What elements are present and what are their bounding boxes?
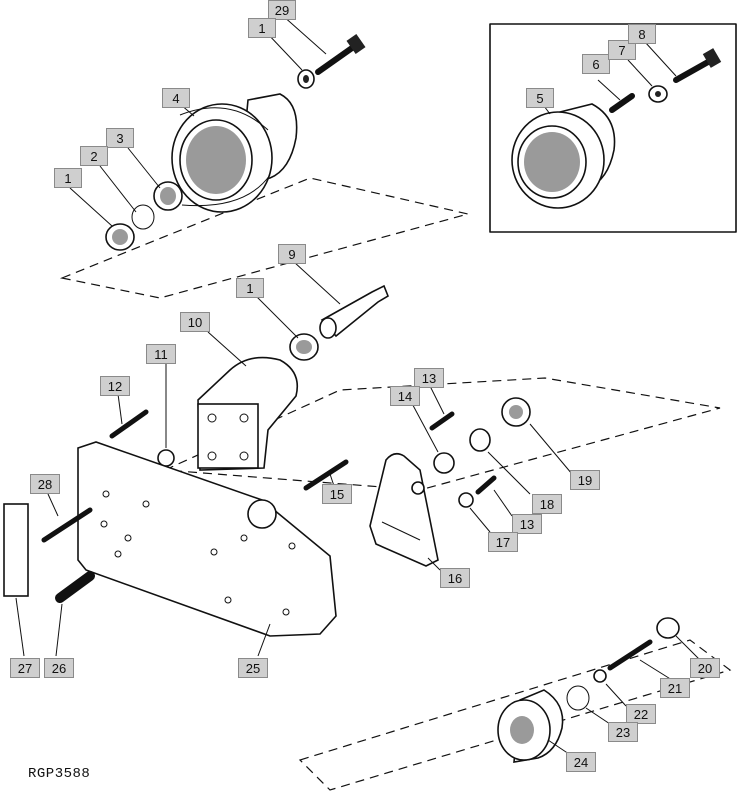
callout-5: 5 bbox=[526, 88, 554, 108]
callout-2: 2 bbox=[80, 146, 108, 166]
pulley-5 bbox=[511, 103, 616, 209]
bolt-15 bbox=[303, 459, 349, 491]
bracket-16 bbox=[369, 452, 439, 567]
leader-lines bbox=[15, 14, 701, 757]
callout-3: 3 bbox=[106, 128, 134, 148]
callout-1-upper: 1 bbox=[54, 168, 82, 188]
pin-26 bbox=[55, 571, 95, 603]
callout-1-top: 1 bbox=[248, 18, 276, 38]
bushing-11 bbox=[157, 449, 175, 467]
callout-24: 24 bbox=[566, 752, 596, 772]
pulley-24 bbox=[497, 689, 564, 763]
washer-17 bbox=[458, 492, 474, 508]
callout-1-middle: 1 bbox=[236, 278, 264, 298]
washer-22 bbox=[593, 669, 607, 683]
callout-27: 27 bbox=[10, 658, 40, 678]
bolt-13-upper bbox=[429, 411, 455, 431]
lower-dashed-plane bbox=[298, 639, 732, 791]
callout-6: 6 bbox=[582, 54, 610, 74]
figure-id: RGP3588 bbox=[28, 766, 91, 782]
bar-27 bbox=[3, 503, 29, 597]
bolt-13-lower bbox=[475, 475, 497, 495]
callout-21: 21 bbox=[660, 678, 690, 698]
stud-6 bbox=[609, 93, 635, 113]
callout-7: 7 bbox=[608, 40, 636, 60]
plate-25 bbox=[77, 441, 337, 637]
housing-10 bbox=[197, 356, 299, 471]
callout-29: 29 bbox=[268, 0, 296, 20]
callout-9: 9 bbox=[278, 244, 306, 264]
callout-12: 12 bbox=[100, 376, 130, 396]
callout-10: 10 bbox=[180, 312, 210, 332]
middle-dashed-plane bbox=[162, 377, 721, 491]
callout-8: 8 bbox=[628, 24, 656, 44]
pulley-4 bbox=[171, 93, 298, 213]
upper-dashed-plane bbox=[59, 177, 469, 299]
bolt-21 bbox=[607, 639, 653, 671]
callout-26: 26 bbox=[44, 658, 74, 678]
callout-13-lower: 13 bbox=[512, 514, 542, 534]
callout-19: 19 bbox=[570, 470, 600, 490]
callout-16: 16 bbox=[440, 568, 470, 588]
bolt-29 bbox=[315, 34, 366, 75]
snap-ring-2 bbox=[131, 204, 155, 230]
callout-11: 11 bbox=[146, 344, 176, 364]
callout-20: 20 bbox=[690, 658, 720, 678]
callout-15: 15 bbox=[322, 484, 352, 504]
spacer-14 bbox=[433, 452, 455, 474]
inset-frame bbox=[489, 23, 737, 233]
bolt-28 bbox=[41, 507, 93, 543]
callout-18: 18 bbox=[532, 494, 562, 514]
callout-22: 22 bbox=[626, 704, 656, 724]
shaft-9 bbox=[319, 284, 389, 339]
ring-20 bbox=[656, 617, 680, 639]
callout-28: 28 bbox=[30, 474, 60, 494]
bushing-18 bbox=[469, 428, 491, 452]
bolt-8 bbox=[673, 59, 711, 83]
snap-ring-23 bbox=[566, 685, 590, 711]
callout-13-upper: 13 bbox=[414, 368, 444, 388]
callout-25: 25 bbox=[238, 658, 268, 678]
bolt-12 bbox=[109, 409, 149, 439]
callout-4: 4 bbox=[162, 88, 190, 108]
callout-14: 14 bbox=[390, 386, 420, 406]
callout-17: 17 bbox=[488, 532, 518, 552]
callout-23: 23 bbox=[608, 722, 638, 742]
